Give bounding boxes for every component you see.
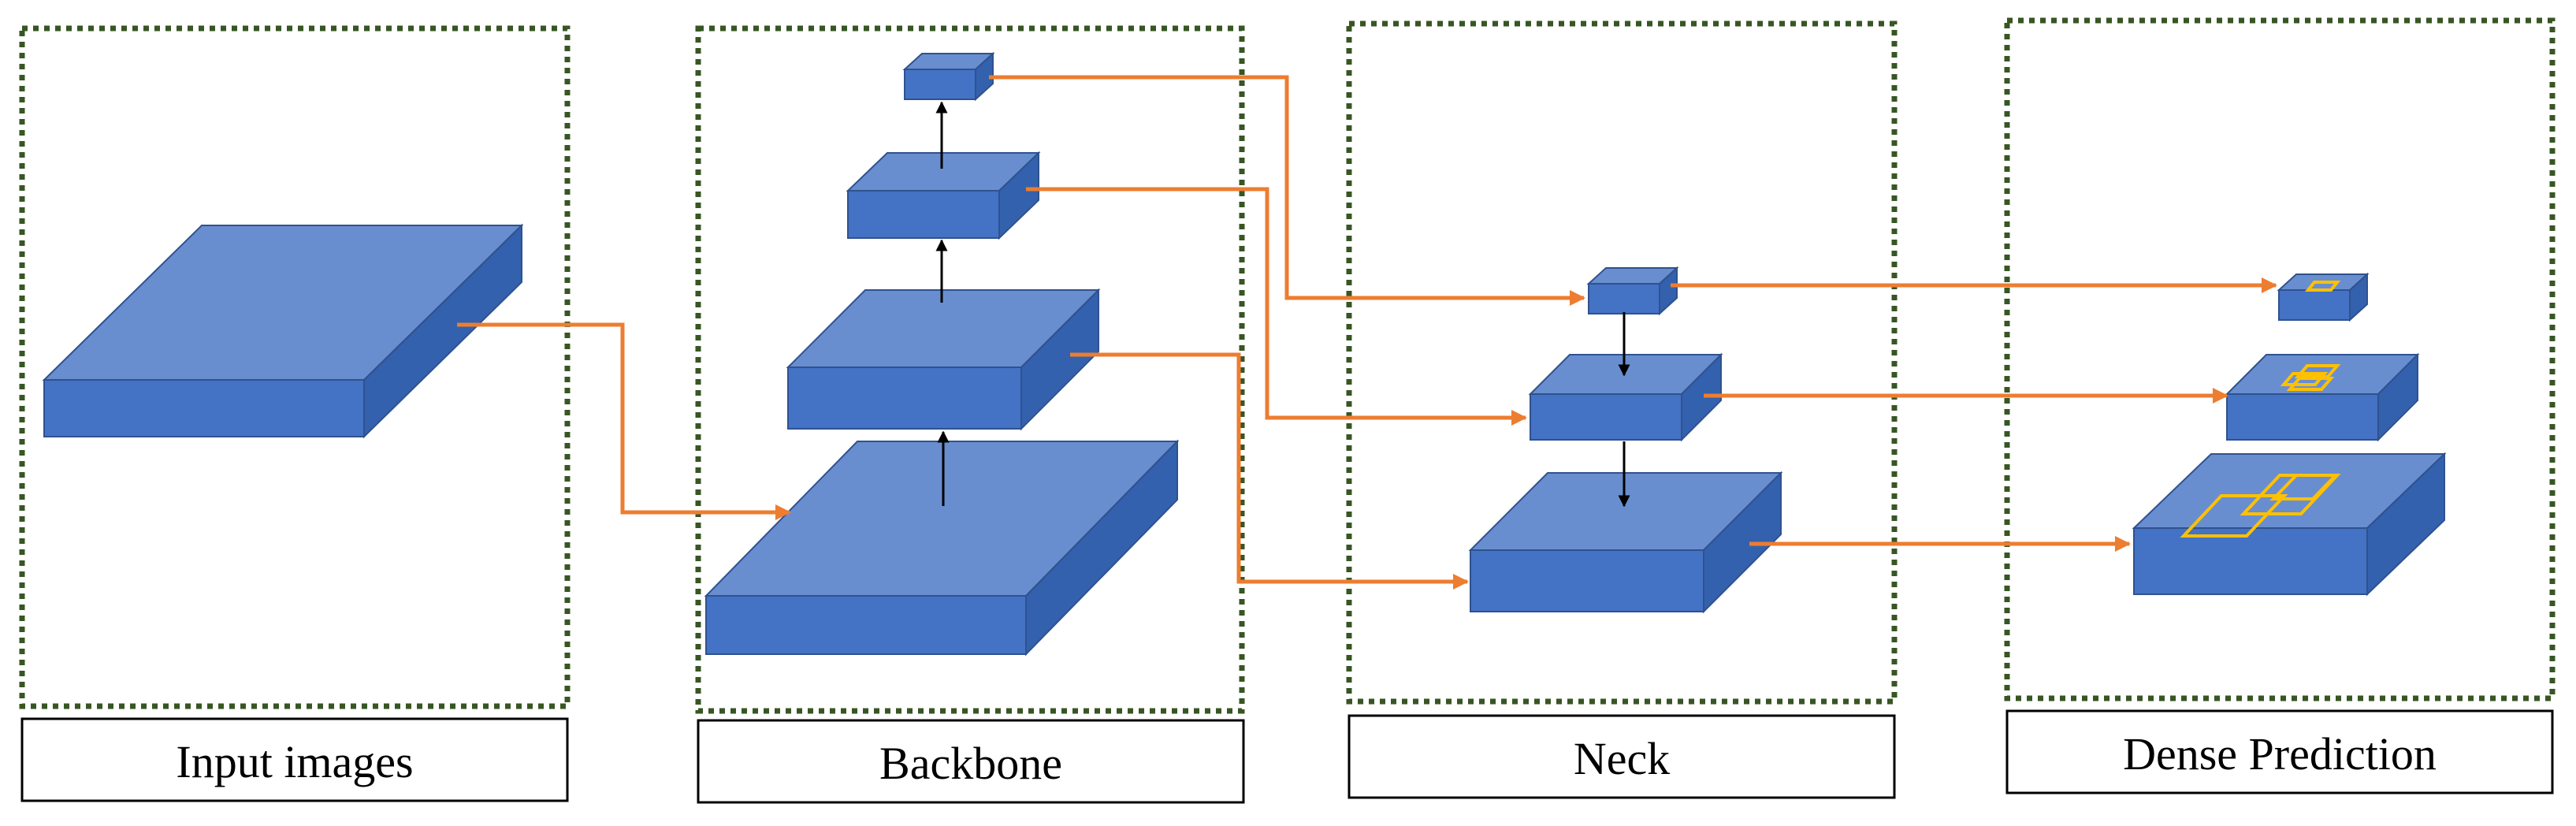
block-front-face — [2133, 527, 2368, 595]
connector-backbone-l3-to-neck — [1026, 187, 1527, 426]
block-front-face — [2226, 393, 2379, 441]
block-front-face — [43, 379, 365, 437]
connector-backbone-l2-to-neck — [1070, 352, 1469, 590]
block-front-face — [705, 595, 1027, 655]
anchor-box-large-1 — [2180, 494, 2288, 538]
stage-label-neck: Neck — [1347, 714, 1896, 799]
backbone-level-4-block — [902, 51, 995, 102]
anchor-box-small — [2304, 281, 2341, 292]
block-front-face — [904, 69, 976, 100]
stage-label-text: Input images — [176, 736, 413, 787]
backbone-level-2-block — [786, 288, 1101, 431]
neck-level-3-block — [1468, 471, 1783, 614]
input-stage-panel — [19, 25, 571, 709]
anchor-box-large-3 — [2240, 474, 2341, 515]
stage-label-backbone: Backbone — [697, 719, 1245, 804]
connector-input-to-backbone — [457, 322, 791, 520]
stage-label-dense: Dense Prediction — [2005, 709, 2554, 794]
backbone-upward-arrows — [935, 101, 950, 506]
block-front-face — [787, 366, 1022, 430]
stage-label-input: Input images — [20, 717, 569, 802]
stage-label-box — [20, 717, 569, 802]
stage-label-text: Neck — [1574, 733, 1670, 784]
block-front-face — [1530, 393, 1682, 441]
stage-label-box — [697, 719, 1245, 804]
dense-stage-panel — [2004, 17, 2556, 701]
anchor-box-medium-1 — [2280, 372, 2329, 386]
dense-level-2-block — [2225, 352, 2420, 442]
block-front-face — [1588, 283, 1660, 314]
feature-blocks — [42, 51, 2447, 657]
block-front-face — [1470, 549, 1704, 612]
stage-label-box — [1347, 714, 1896, 799]
stage-label-box — [2005, 709, 2554, 794]
neck-level-1-block — [1586, 266, 1679, 316]
connectors — [457, 75, 2277, 590]
anchor-box-medium-3 — [2286, 377, 2335, 391]
block-front-face — [847, 190, 1000, 239]
anchor-boxes — [2180, 281, 2341, 538]
backbone-level-3-block — [846, 151, 1041, 240]
input-image-block — [42, 223, 524, 439]
neck-stage-panel — [1346, 20, 1898, 705]
dense-level-3-block — [2132, 452, 2447, 597]
block-front-face — [2278, 289, 2351, 321]
stage-label-text: Backbone — [879, 738, 1062, 789]
stage-label-text: Dense Prediction — [2123, 728, 2437, 779]
backbone-stage-panel — [695, 25, 1245, 714]
backbone-level-1-block — [704, 439, 1180, 657]
connector-backbone-l4-to-neck — [989, 75, 1585, 306]
neck-level-2-block — [1528, 352, 1723, 442]
